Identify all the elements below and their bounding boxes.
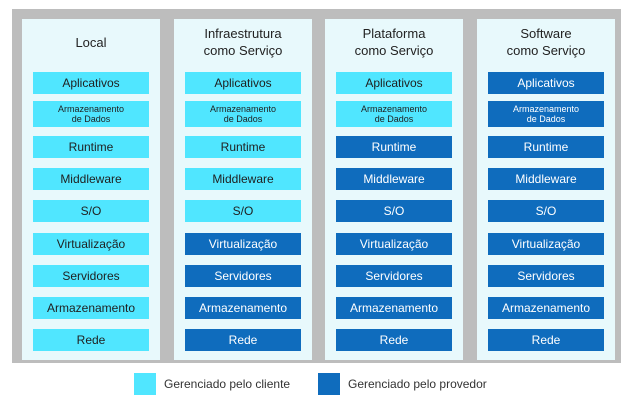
stack-layer-paas-1: Armazenamento de Dados: [336, 101, 452, 127]
stack-layer-paas-7: Armazenamento: [336, 297, 452, 319]
stack-layer-saas-8: Rede: [488, 329, 604, 351]
column-title-saas: Software como Serviço: [506, 26, 586, 58]
stack-layer-paas-6: Servidores: [336, 265, 452, 287]
stack-layer-saas-6: Servidores: [488, 265, 604, 287]
stack-layer-saas-7: Armazenamento: [488, 297, 604, 319]
column-title-iaas: Infraestrutura como Serviço: [203, 26, 283, 58]
stack-layer-saas-4: S/O: [488, 200, 604, 222]
stack-layer-paas-2: Runtime: [336, 136, 452, 158]
legend-customer-label: Gerenciado pelo cliente: [164, 377, 291, 391]
stack-layer-local-2: Runtime: [33, 136, 149, 158]
stack-layer-local-1: Armazenamento de Dados: [33, 101, 149, 127]
column-title-local: Local: [75, 34, 107, 50]
stack-layer-local-7: Armazenamento: [33, 297, 149, 319]
stack-layer-paas-5: Virtualização: [336, 233, 452, 255]
stack-layer-iaas-1: Armazenamento de Dados: [185, 101, 301, 127]
stack-layer-local-0: Aplicativos: [33, 72, 149, 94]
stack-layer-local-5: Virtualização: [33, 233, 149, 255]
stack-layer-paas-4: S/O: [336, 200, 452, 222]
stack-layer-local-3: Middleware: [33, 168, 149, 190]
legend-provider-swatch: [318, 373, 340, 395]
stack-layer-saas-0: Aplicativos: [488, 72, 604, 94]
stack-layer-iaas-2: Runtime: [185, 136, 301, 158]
stack-layer-saas-5: Virtualização: [488, 233, 604, 255]
legend-provider: Gerenciado pelo provedor: [318, 373, 487, 395]
stack-layer-local-6: Servidores: [33, 265, 149, 287]
stack-layer-local-8: Rede: [33, 329, 149, 351]
stack-layer-iaas-3: Middleware: [185, 168, 301, 190]
stack-layer-iaas-5: Virtualização: [185, 233, 301, 255]
legend-customer: Gerenciado pelo cliente: [134, 373, 290, 395]
stack-layer-paas-0: Aplicativos: [336, 72, 452, 94]
stack-layer-iaas-0: Aplicativos: [185, 72, 301, 94]
stack-layer-paas-8: Rede: [336, 329, 452, 351]
stack-layer-iaas-8: Rede: [185, 329, 301, 351]
stack-layer-paas-3: Middleware: [336, 168, 452, 190]
stack-layer-saas-3: Middleware: [488, 168, 604, 190]
stack-layer-local-4: S/O: [33, 200, 149, 222]
stack-layer-iaas-6: Servidores: [185, 265, 301, 287]
stack-layer-saas-2: Runtime: [488, 136, 604, 158]
stack-layer-iaas-4: S/O: [185, 200, 301, 222]
stack-layer-iaas-7: Armazenamento: [185, 297, 301, 319]
stack-layer-saas-1: Armazenamento de Dados: [488, 101, 604, 127]
legend-customer-swatch: [134, 373, 156, 395]
column-title-paas: Plataforma como Serviço: [354, 26, 434, 58]
legend-provider-label: Gerenciado pelo provedor: [348, 377, 487, 391]
